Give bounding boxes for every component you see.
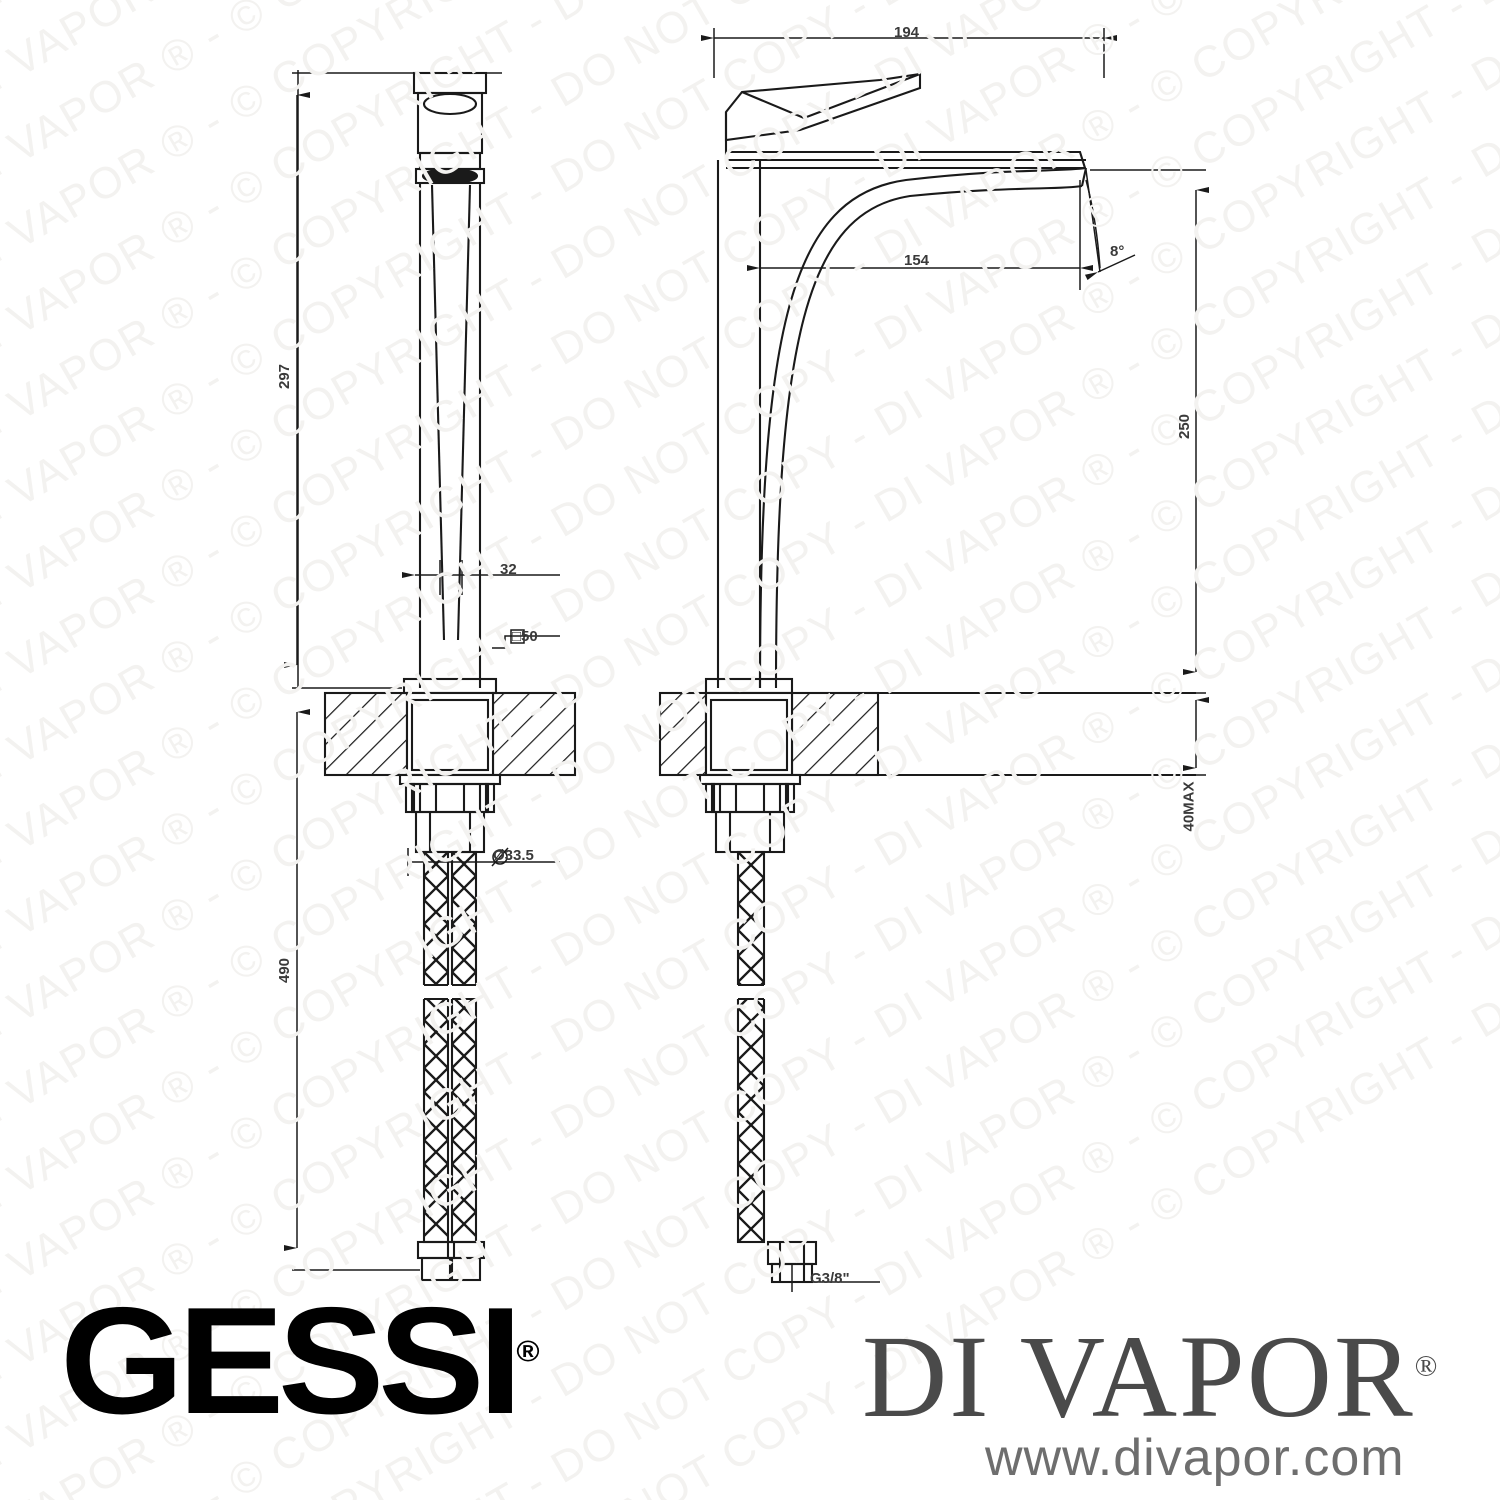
mounting-shank-left bbox=[398, 773, 502, 854]
divapor-website-url: www.divapor.com bbox=[985, 1429, 1405, 1487]
gessi-registered-mark: ® bbox=[516, 1335, 540, 1369]
divapor-registered-mark: ® bbox=[1414, 1349, 1440, 1383]
gessi-logo: GESSI® bbox=[60, 1285, 540, 1437]
side-view bbox=[704, 72, 1088, 695]
dim-diameter-33-5: Ø33.5 bbox=[493, 847, 534, 864]
braided-hose-right bbox=[734, 850, 818, 1284]
counter-slab-right bbox=[658, 691, 1196, 777]
counter-slab-left bbox=[323, 691, 577, 777]
front-view bbox=[402, 71, 498, 695]
divapor-logo: DI VAPOR® bbox=[862, 1318, 1439, 1436]
dimension-lines bbox=[284, 28, 1209, 1292]
gessi-logo-text: GESSI bbox=[60, 1276, 523, 1446]
divapor-logo-text: DI VAPOR bbox=[862, 1311, 1415, 1442]
dim-154: 154 bbox=[904, 252, 930, 269]
braided-hose-left-pair bbox=[416, 850, 486, 1282]
dim-angle-8: 8° bbox=[1110, 243, 1125, 260]
dim-32: 32 bbox=[500, 561, 517, 578]
dim-square-50: □50 bbox=[512, 628, 538, 645]
dim-g38-thread: G3/8" bbox=[810, 1270, 850, 1287]
